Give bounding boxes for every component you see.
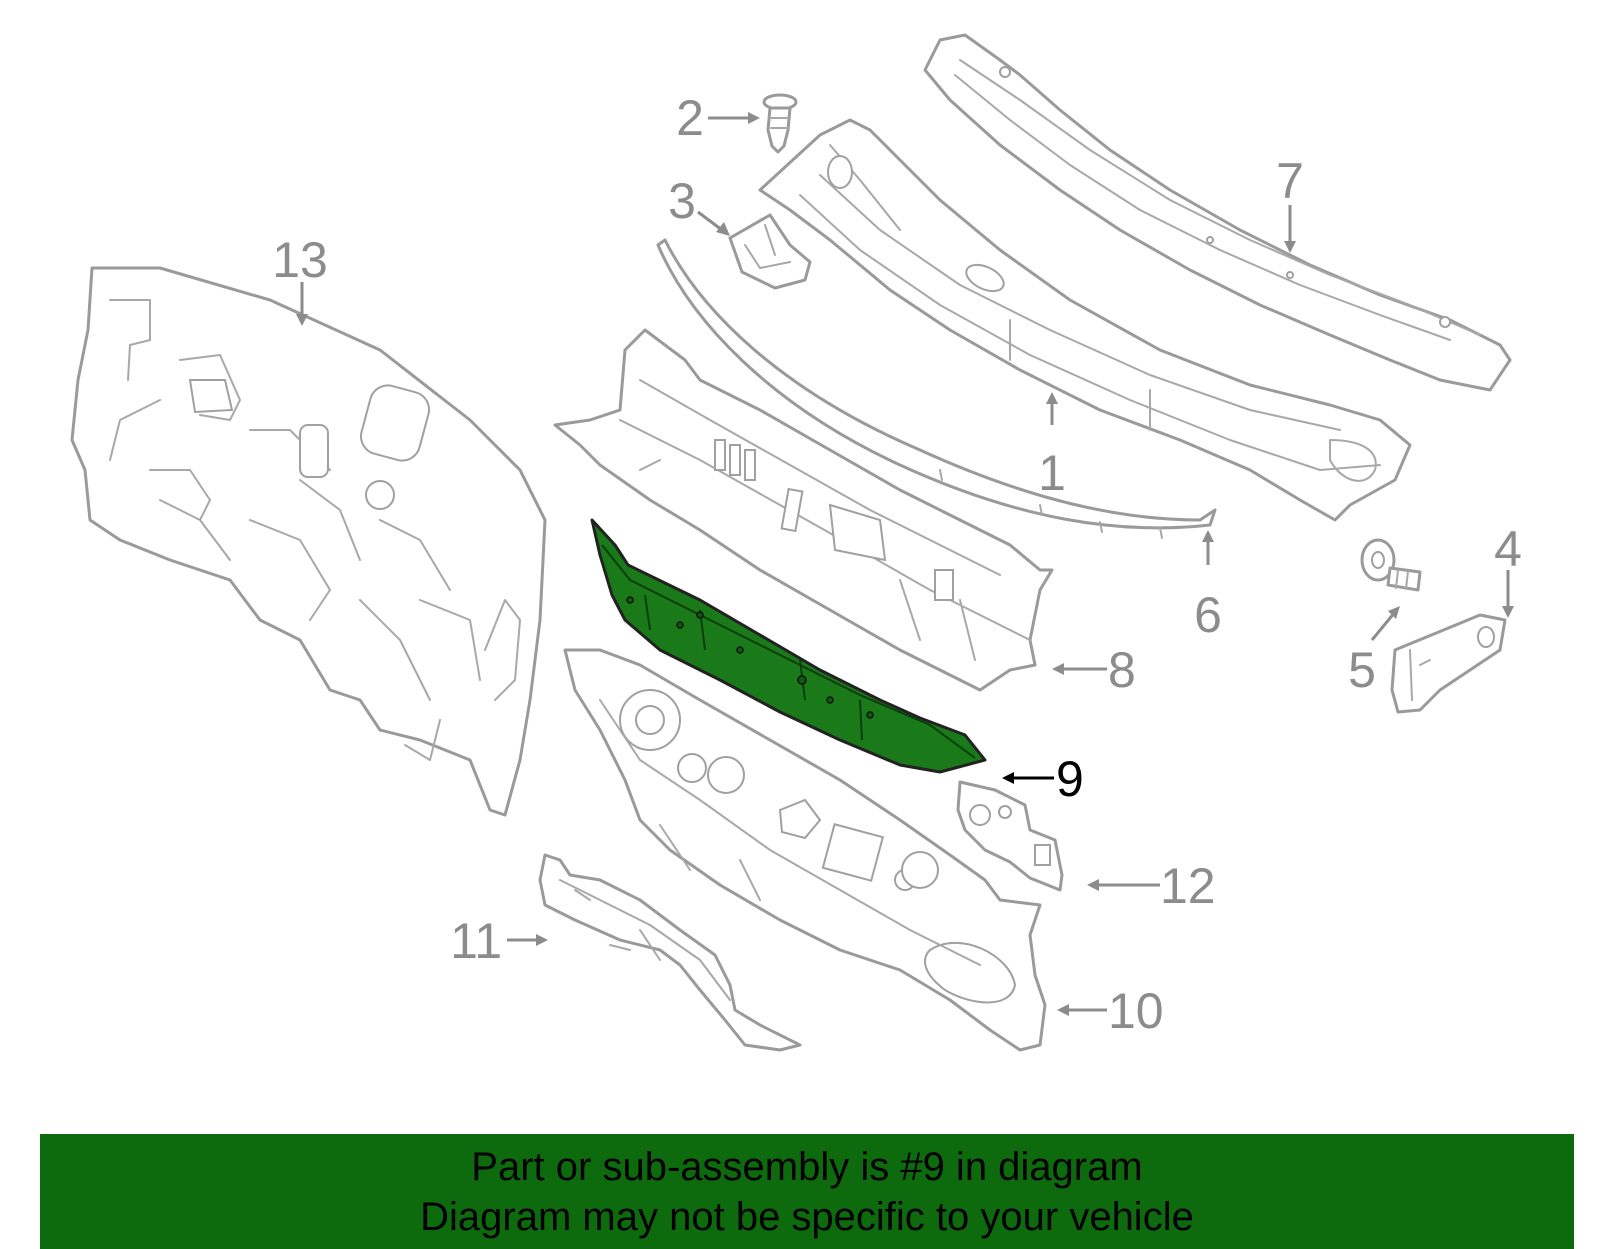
leader-lines [296,112,1514,1016]
callout-11: 11 [450,913,502,969]
callout-4: 4 [1494,521,1522,577]
callout-12: 12 [1160,858,1216,914]
part-9-cross-member[interactable] [590,518,987,774]
part-2-clip[interactable] [762,93,798,154]
part-6-seal[interactable] [656,238,1217,539]
banner-line-2: Diagram may not be specific to your vehi… [420,1194,1194,1239]
part-5-grommet[interactable] [1360,538,1422,592]
banner-line-1: Part or sub-assembly is #9 in diagram [471,1144,1143,1189]
part-11-brace[interactable] [538,853,802,1052]
part-3-bracket[interactable] [728,213,812,290]
callout-3: 3 [668,173,696,229]
callout-9: 9 [1056,751,1084,807]
part-12-plate[interactable] [956,780,1064,892]
callout-13: 13 [272,232,328,288]
callout-6: 6 [1194,587,1222,643]
callout-8: 8 [1108,642,1136,698]
part-1-cowl-top[interactable] [758,118,1412,522]
part-13-dash-insulator[interactable] [70,266,547,817]
part-10-dash-panel[interactable] [563,648,1047,1052]
part-8-cowl-panel[interactable] [553,328,1054,692]
info-banner: Part or sub-assembly is #9 in diagram Di… [40,1134,1574,1249]
callout-2: 2 [676,90,704,146]
callout-7: 7 [1276,153,1304,209]
part-7-upper-reinforcement[interactable] [923,33,1512,392]
parts-diagram: 2 3 13 7 1 6 4 5 8 9 12 11 10 [70,33,1522,1052]
callout-5: 5 [1348,642,1376,698]
part-4-bracket[interactable] [1390,613,1507,714]
callout-1: 1 [1038,445,1066,501]
callout-10: 10 [1108,983,1164,1039]
